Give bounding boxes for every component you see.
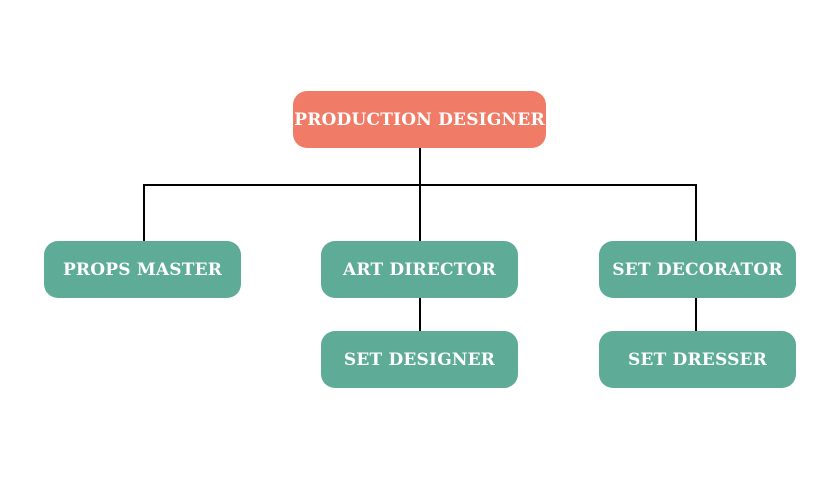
connector-set-designer bbox=[419, 298, 421, 332]
node-set-designer: SET DESIGNER bbox=[321, 331, 518, 388]
connector-set-decorator bbox=[695, 184, 697, 242]
node-production-designer: PRODUCTION DESIGNER bbox=[293, 91, 546, 148]
node-set-dresser: SET DRESSER bbox=[599, 331, 796, 388]
node-props-master: PROPS MASTER bbox=[44, 241, 241, 298]
connector-root-down bbox=[419, 148, 421, 186]
connector-set-dresser bbox=[695, 298, 697, 332]
node-art-director: ART DIRECTOR bbox=[321, 241, 518, 298]
node-set-decorator: SET DECORATOR bbox=[599, 241, 796, 298]
connector-props-master bbox=[143, 184, 145, 242]
connector-art-director bbox=[419, 184, 421, 242]
